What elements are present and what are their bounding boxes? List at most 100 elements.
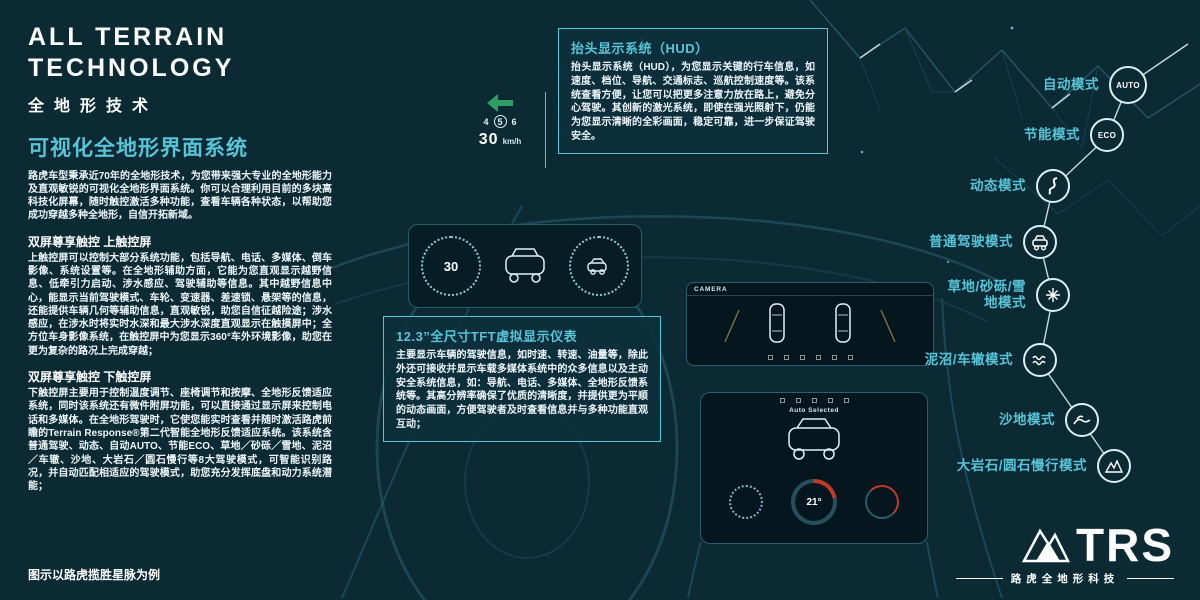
lower-screen-car xyxy=(701,415,927,461)
left-column: ALL TERRAIN TECHNOLOGY 全地形技术 可视化全地形界面系统 … xyxy=(28,22,332,493)
logo-text: TRS xyxy=(1076,518,1174,571)
star-dot xyxy=(946,260,950,264)
hud-gear-indicator: 4 5 6 xyxy=(483,115,517,128)
auto-mode-icon: AUTO xyxy=(1109,66,1147,104)
hud-turn-arrow-icon xyxy=(487,94,513,112)
block1-text: 上触控屏可以控制大部分系统功能，包括导航、电话、多媒体、倒车影像、系统设置等。在… xyxy=(28,252,332,357)
hud-speed-unit: km/h xyxy=(502,137,522,146)
camera-view xyxy=(687,296,933,350)
sand-mode-icon xyxy=(1065,403,1099,437)
mud-ruts-mode-icon xyxy=(1023,343,1057,377)
hud-callout-title: 抬头显示系统（HUD） xyxy=(571,41,709,56)
hud-divider-line xyxy=(545,92,546,168)
tft-callout-text: 主要显示车辆的驾驶信息，如时速、转速、油量等，除此外还可接收并显示车载多媒体系统… xyxy=(396,350,648,430)
atrs-logo: TRS 路虎全地形科技 xyxy=(956,518,1174,586)
screen-function-icon[interactable] xyxy=(767,354,773,360)
mode-item-eco: 节能模式 ECO xyxy=(1024,118,1124,152)
mode-label: 草地/砂砾/雪地模式 xyxy=(947,279,1026,310)
screen-function-icon[interactable] xyxy=(831,354,837,360)
mode-label: 动态模式 xyxy=(970,178,1026,194)
star-dot xyxy=(1010,26,1014,30)
camera-label: CAMERA xyxy=(694,285,728,293)
screen-function-icon[interactable] xyxy=(783,354,789,360)
brand-title-line2: TECHNOLOGY xyxy=(28,54,235,83)
parking-guideline-icon xyxy=(724,309,896,343)
cluster-car-icon xyxy=(505,248,545,283)
eco-mode-icon: ECO xyxy=(1090,118,1124,152)
brand-title-line1: ALL TERRAIN xyxy=(28,23,228,51)
eco-mode-badge: ECO xyxy=(1097,130,1117,140)
star-dot xyxy=(860,150,864,154)
lower-screen-car-icon xyxy=(788,418,840,460)
mode-label: 节能模式 xyxy=(1024,127,1080,143)
upper-screen-iconstrip xyxy=(687,350,933,364)
screen-function-icon[interactable] xyxy=(811,397,817,403)
screen-function-icon[interactable] xyxy=(779,397,785,403)
screen-function-icon[interactable] xyxy=(827,397,833,403)
mode-label: 大岩石/圆石慢行模式 xyxy=(956,458,1087,474)
mode-item-dynamic: 动态模式 xyxy=(970,169,1070,203)
auto-mode-badge: AUTO xyxy=(1116,80,1140,90)
lower-screen-iconstrip xyxy=(701,393,927,407)
mode-item-auto: 自动模式 AUTO xyxy=(1043,66,1147,104)
block1-title: 双屏尊享触控 上触控屏 xyxy=(28,234,152,249)
brand-subtitle: 全地形技术 xyxy=(28,97,159,115)
camera-topbar: CAMERA xyxy=(687,283,933,296)
mode-item-normal: 普通驾驶模式 xyxy=(929,225,1057,259)
hud-speed-readout: 30 km/h xyxy=(479,131,521,149)
mode-item-sand: 沙地模式 xyxy=(999,403,1099,437)
instrument-cluster: 30 xyxy=(408,224,642,308)
tft-callout-box: 12.3”全尺寸TFT虚拟显示仪表 主要显示车辆的驾驶信息，如时速、转速、油量等… xyxy=(383,316,661,442)
climate-knob-row: 21° xyxy=(701,461,927,543)
brand-title: ALL TERRAIN TECHNOLOGY xyxy=(28,22,332,85)
hud-speed-value: 30 xyxy=(478,131,499,148)
mode-status-text: Auto Selected xyxy=(789,407,839,414)
grass-gravel-snow-mode-icon xyxy=(1036,278,1070,312)
lower-touchscreen[interactable]: Auto Selected 21° xyxy=(700,392,928,544)
tft-callout-title: 12.3”全尺寸TFT虚拟显示仪表 xyxy=(396,329,578,344)
screen-function-icon[interactable] xyxy=(843,397,849,403)
section-title: 可视化全地形界面系统 xyxy=(28,136,248,160)
hud-projection-graphic: 4 5 6 30 km/h xyxy=(452,94,548,149)
logo-line-left xyxy=(956,577,1003,580)
mode-label: 自动模式 xyxy=(1043,77,1099,93)
mode-item-grass-gravel-snow: 草地/砂砾/雪地模式 xyxy=(934,278,1070,312)
dynamic-mode-icon xyxy=(1036,169,1070,203)
temperature-value: 21° xyxy=(795,483,833,521)
logo-tagline: 路虎全地形科技 xyxy=(1010,573,1120,585)
left-climate-knob[interactable] xyxy=(729,485,763,519)
right-climate-knob[interactable] xyxy=(865,485,899,519)
atrs-logo-row: TRS xyxy=(1020,518,1174,571)
speedometer-gauge: 30 xyxy=(421,236,481,296)
hud-callout-box: 抬头显示系统（HUD） 抬头显示系统（HUD），为您显示关键的行车信息，如速度、… xyxy=(558,28,828,154)
screen-function-icon[interactable] xyxy=(847,354,853,360)
hud-gear-right: 6 xyxy=(511,116,517,127)
mountain-snowcap-icon xyxy=(859,43,1071,109)
screen-function-icon[interactable] xyxy=(795,397,801,403)
temperature-knob[interactable]: 21° xyxy=(791,479,837,525)
center-console-line xyxy=(687,541,939,599)
normal-drive-mode-icon xyxy=(1023,225,1057,259)
fuel-gauge xyxy=(569,236,629,296)
upper-touchscreen[interactable]: CAMERA xyxy=(686,282,934,366)
rock-crawl-mode-icon xyxy=(1097,449,1131,483)
mountain-logo-icon xyxy=(1021,528,1071,563)
mode-label: 普通驾驶模式 xyxy=(929,234,1013,250)
logo-tagline-row: 路虎全地形科技 xyxy=(956,571,1174,586)
footnote: 图示以路虎揽胜星脉为例 xyxy=(28,568,161,582)
intro-paragraph: 路虎车型秉承近70年的全地形技术，为您带来强大专业的全地形能力及直观敏锐的可视化… xyxy=(28,170,332,222)
hud-callout-text: 抬头显示系统（HUD），为您显示关键的行车信息，如速度、档位、导航、交通标志、巡… xyxy=(571,62,815,142)
screen-function-icon[interactable] xyxy=(815,354,821,360)
cluster-speed-value: 30 xyxy=(443,258,459,274)
mode-item-mud-ruts: 泥沼/车辙模式 xyxy=(925,343,1057,377)
screen-function-icon[interactable] xyxy=(799,354,805,360)
block2-title: 双屏尊享触控 下触控屏 xyxy=(28,370,152,385)
hud-gear-current: 5 xyxy=(493,115,507,128)
mode-item-rock-crawl: 大岩石/圆石慢行模式 xyxy=(957,449,1131,483)
hud-gear-left: 4 xyxy=(483,116,489,127)
block2-text: 下触控屏主要用于控制温度调节、座椅调节和按摩、全地形反馈适应系统，同时该系统还有… xyxy=(28,388,332,493)
mode-label: 泥沼/车辙模式 xyxy=(924,352,1013,368)
fuel-gauge-car-icon xyxy=(587,258,607,275)
logo-line-right xyxy=(1127,577,1174,580)
